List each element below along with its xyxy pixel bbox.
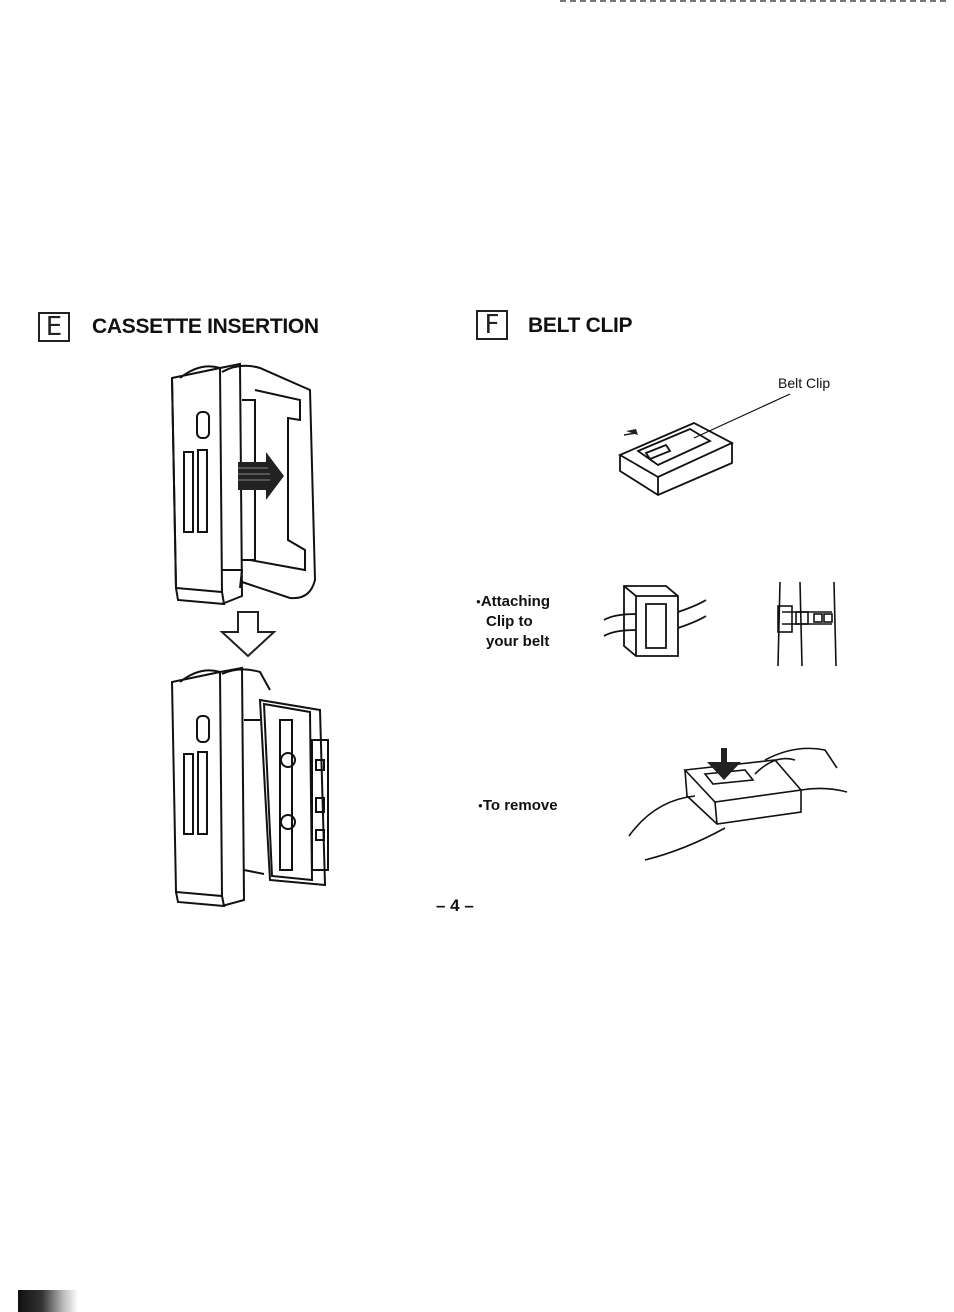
scan-edge-mark: [560, 0, 950, 2]
belt-clip-device-illustration: [618, 422, 735, 497]
attaching-bullet: ●: [476, 597, 481, 607]
cassette-player-open-illustration: [170, 362, 317, 606]
person-belt-illustration: [777, 581, 837, 667]
scan-corner-mark: [18, 1290, 78, 1312]
remove-label: ●To remove: [478, 796, 558, 816]
attaching-line1: Attaching: [480, 593, 551, 610]
page-number: – 4 –: [436, 896, 474, 915]
clip-on-belt-illustration: [603, 585, 707, 657]
down-arrow-icon: [219, 611, 277, 658]
remove-text: To remove: [482, 797, 558, 814]
belt-clip-label: Belt Clip: [778, 375, 831, 391]
section-f-title: BELT CLIP: [528, 314, 633, 337]
section-e-title: CASSETTE INSERTION: [92, 315, 319, 338]
cassette-player-with-tape-illustration: [170, 666, 329, 908]
attaching-line3: your belt: [486, 633, 550, 651]
section-f-letter: F: [484, 310, 500, 340]
remove-bullet: ●: [478, 801, 483, 811]
attaching-line2: Clip to: [486, 613, 533, 631]
attaching-label: ●Attaching Clip to your belt: [476, 592, 550, 652]
section-e-letter-box: E: [38, 312, 70, 342]
section-f-letter-box: F: [476, 310, 508, 340]
hand-removing-clip-illustration: [628, 747, 848, 861]
section-e-letter: E: [45, 312, 63, 342]
